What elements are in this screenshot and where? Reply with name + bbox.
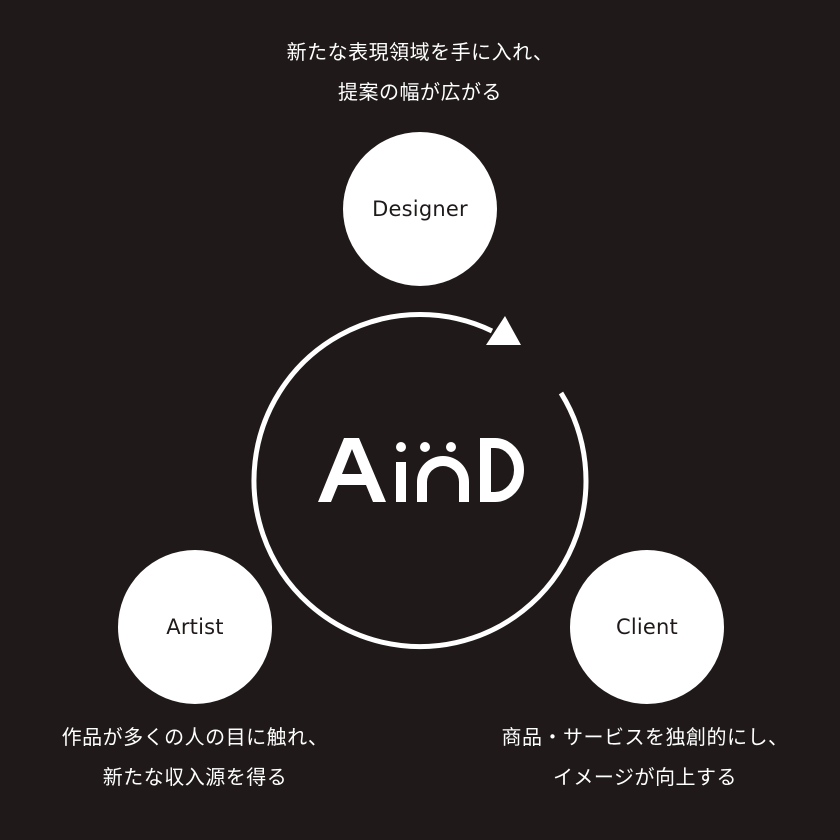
cycle-ring — [251, 312, 589, 650]
client-node-label: Client — [616, 615, 678, 639]
logo-dot — [420, 442, 430, 452]
cycle-arrowhead-icon — [486, 316, 521, 345]
designer-caption-line-2: 提案の幅が広がる — [338, 80, 502, 104]
client-caption-line-1: 商品・サービスを独創的にし、 — [501, 725, 789, 749]
designer-node-label: Designer — [372, 197, 468, 221]
logo-letter-a — [318, 438, 386, 502]
cycle-arc — [251, 312, 589, 650]
artist-node-label: Artist — [166, 615, 224, 639]
designer-caption: 新たな表現領域を手に入れ、 提案の幅が広がる — [220, 32, 620, 112]
designer-caption-line-1: 新たな表現領域を手に入れ、 — [286, 40, 554, 64]
client-caption: 商品・サービスを独創的にし、 イメージが向上する — [470, 717, 820, 797]
logo-letter-i — [396, 462, 406, 502]
artist-caption: 作品が多くの人の目に触れ、 新たな収入源を得る — [20, 717, 370, 797]
logo-dot — [396, 442, 406, 452]
logo-dot — [446, 442, 456, 452]
artist-node: Artist — [118, 550, 272, 704]
artist-caption-line-1: 作品が多くの人の目に触れ、 — [61, 725, 329, 749]
client-node: Client — [570, 550, 724, 704]
logo-letter-n — [417, 456, 469, 502]
aind-logo — [318, 438, 524, 502]
artist-caption-line-2: 新たな収入源を得る — [102, 765, 288, 789]
logo-letter-d — [480, 438, 524, 502]
client-caption-line-2: イメージが向上する — [552, 765, 738, 789]
designer-node: Designer — [343, 132, 497, 286]
